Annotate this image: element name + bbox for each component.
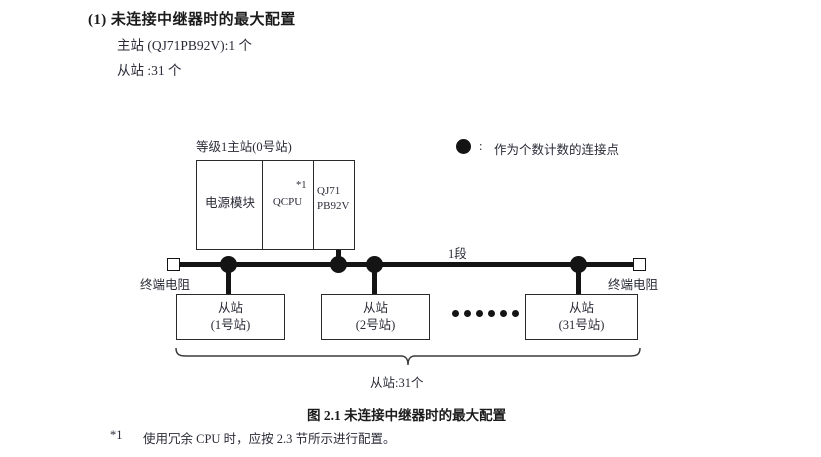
legend-separator: : xyxy=(479,139,483,153)
slave-1-name: 从站 xyxy=(217,301,243,316)
master-cell-qj71-line2: PB92V xyxy=(317,200,350,212)
slave-2-name: 从站 xyxy=(362,301,388,316)
slave-1-station: (1号站) xyxy=(210,318,251,332)
ellipsis-dot xyxy=(452,310,459,317)
slave-2-drop-line xyxy=(372,266,377,296)
section-number: (1) xyxy=(88,12,107,28)
slave-31-drop-line xyxy=(576,266,581,296)
terminator-right-label: 终端电阻 xyxy=(608,278,659,292)
slave-station-box-1: 从站 (1号站) xyxy=(176,294,285,340)
slave-station-box-31: 从站 (31号站) xyxy=(525,294,638,340)
bus-node-2 xyxy=(330,256,347,273)
slave-station-box-2: 从站 (2号站) xyxy=(321,294,430,340)
footnote-text: 使用冗余 CPU 时，应按 2.3 节所示进行配置。 xyxy=(143,432,396,446)
brace-icon xyxy=(175,347,641,366)
ellipsis-dot xyxy=(512,310,519,317)
section-line-master: 主站 (QJ71PB92V):1 个 xyxy=(117,38,253,53)
slave-31-station: (31号站) xyxy=(558,318,605,332)
master-cell-power-module: 电源模块 xyxy=(204,196,255,210)
master-station-box xyxy=(196,160,355,250)
section-title: 未连接中继器时的最大配置 xyxy=(110,12,296,28)
slave-1-drop-line xyxy=(226,266,231,296)
legend-filled-circle-icon xyxy=(456,139,471,154)
terminator-left-icon xyxy=(167,258,180,271)
bus-trunk-line xyxy=(178,262,636,267)
bus-segment-label: 1段 xyxy=(448,247,467,261)
ellipsis-dot xyxy=(476,310,483,317)
ellipsis-dot xyxy=(464,310,471,317)
terminator-left-label: 终端电阻 xyxy=(140,278,191,292)
slave-ellipsis-dots xyxy=(452,310,519,317)
master-box-divider-1 xyxy=(262,160,264,250)
bus-node-3 xyxy=(366,256,383,273)
master-station-header: 等级1主站(0号站) xyxy=(196,140,292,154)
legend-text: 作为个数计数的连接点 xyxy=(494,143,620,157)
slave-31-name: 从站 xyxy=(568,301,594,316)
bus-node-1 xyxy=(220,256,237,273)
footnote-marker: *1 xyxy=(110,428,123,442)
ellipsis-dot xyxy=(488,310,495,317)
master-box-divider-2 xyxy=(313,160,315,250)
brace-total-label: 从站:31个 xyxy=(370,376,424,390)
master-cell-qcpu: QCPU xyxy=(272,196,303,208)
section-heading: (1) 未连接中继器时的最大配置 xyxy=(88,8,296,29)
slave-2-station: (2号站) xyxy=(355,318,396,332)
qcpu-footnote-marker: *1 xyxy=(296,180,307,191)
figure-caption: 图 2.1 未连接中继器时的最大配置 xyxy=(307,408,507,423)
ellipsis-dot xyxy=(500,310,507,317)
terminator-right-icon xyxy=(633,258,646,271)
section-line-slave: 从站 :31 个 xyxy=(117,63,182,78)
slave-group-brace xyxy=(170,346,646,375)
bus-node-4 xyxy=(570,256,587,273)
master-cell-qj71-line1: QJ71 xyxy=(317,185,341,197)
